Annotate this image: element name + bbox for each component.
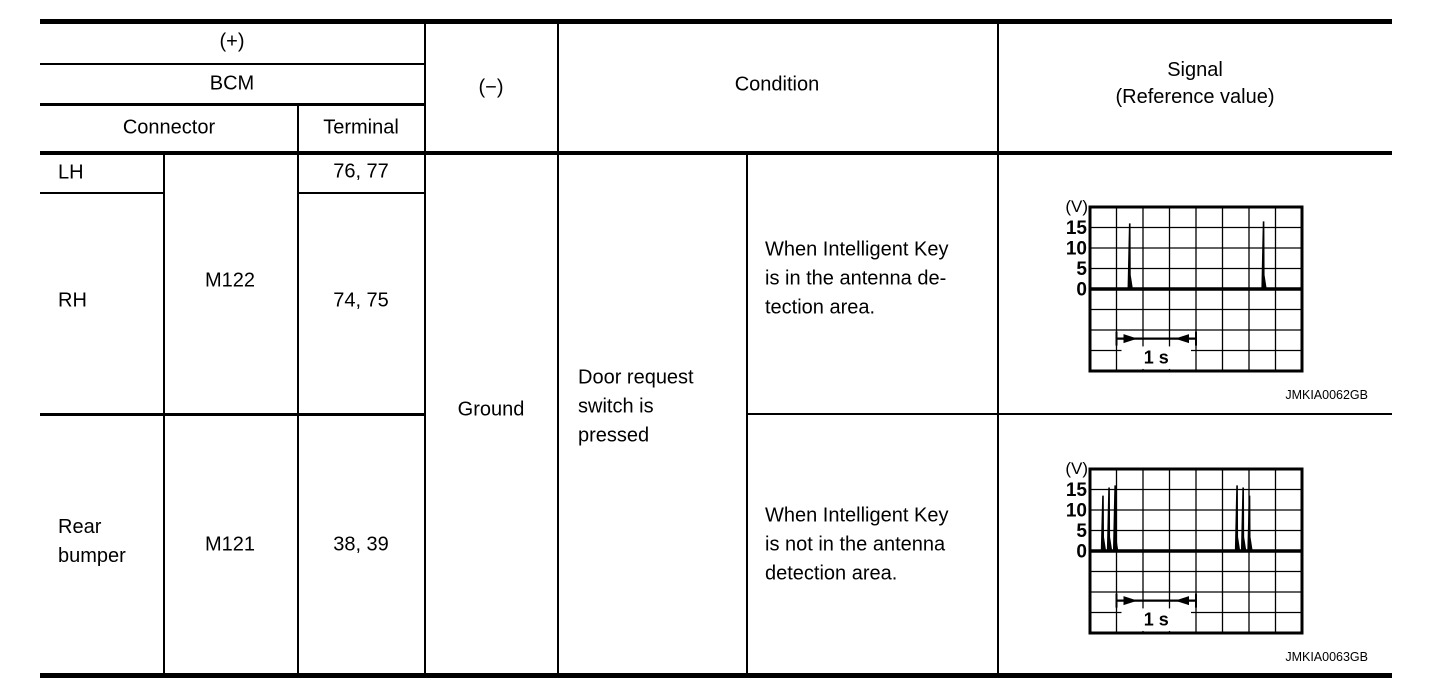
plus-minus-divider (424, 24, 426, 673)
svg-text:(V): (V) (1065, 459, 1088, 478)
lh-row-divider-right (298, 192, 425, 194)
condition-inner-divider (746, 155, 748, 673)
svg-text:5: 5 (1076, 521, 1087, 542)
header-plus: (+) (219, 30, 245, 53)
cell-rear-connector: M121 (204, 533, 256, 556)
table-top-border (40, 19, 1392, 24)
cell-lh: LH (58, 161, 84, 184)
cell-rear-bumper: Rear bumper (58, 516, 126, 567)
header-terminal: Terminal (323, 116, 399, 139)
header-minus: (−) (478, 76, 504, 99)
svg-text:10: 10 (1066, 501, 1087, 522)
cell-ground: Ground (457, 398, 525, 421)
header-connector: Connector (122, 116, 216, 139)
mid-row-divider-right (747, 413, 1392, 415)
header-bcm: BCM (209, 72, 255, 95)
minus-condition-divider (557, 24, 559, 673)
lh-row-divider-left (40, 192, 163, 194)
cell-rh-terminal: 74, 75 (333, 289, 389, 312)
svg-text:0: 0 (1076, 542, 1087, 563)
svg-text:5: 5 (1076, 259, 1087, 280)
svg-text:15: 15 (1066, 480, 1088, 501)
cell-condition-main: Door request switch is pressed (578, 366, 694, 447)
cell-lh-terminal: 76, 77 (333, 160, 389, 183)
svg-text:15: 15 (1066, 218, 1088, 239)
cell-rh: RH (58, 289, 87, 312)
bcm-row-underline (40, 103, 425, 106)
svg-text:JMKIA0063GB: JMKIA0063GB (1285, 650, 1368, 664)
cell-condition-in-area: When Intelligent Key is in the antenna d… (765, 238, 949, 319)
header-condition: Condition (734, 73, 820, 96)
svg-text:10: 10 (1066, 239, 1087, 260)
svg-text:JMKIA0062GB: JMKIA0062GB (1285, 388, 1368, 402)
cell-lh-rh-connector: M122 (204, 269, 256, 292)
cell-condition-not-in-area: When Intelligent Key is not in the anten… (765, 504, 949, 585)
svg-text:(V): (V) (1065, 197, 1088, 216)
condition-signal-divider (997, 24, 999, 673)
svg-text:1 s: 1 s (1144, 348, 1169, 368)
cell-rear-terminal: 38, 39 (333, 533, 389, 556)
table-bottom-border (40, 673, 1392, 678)
svg-text:1 s: 1 s (1144, 610, 1169, 630)
connector-inner-divider (163, 155, 165, 673)
svg-text:0: 0 (1076, 280, 1087, 301)
header-body-separator (40, 151, 1392, 155)
header-signal: Signal (Reference value) (1115, 59, 1275, 108)
connector-terminal-divider (297, 106, 299, 673)
plus-row-underline (40, 63, 425, 65)
mid-row-divider-left (40, 413, 425, 416)
